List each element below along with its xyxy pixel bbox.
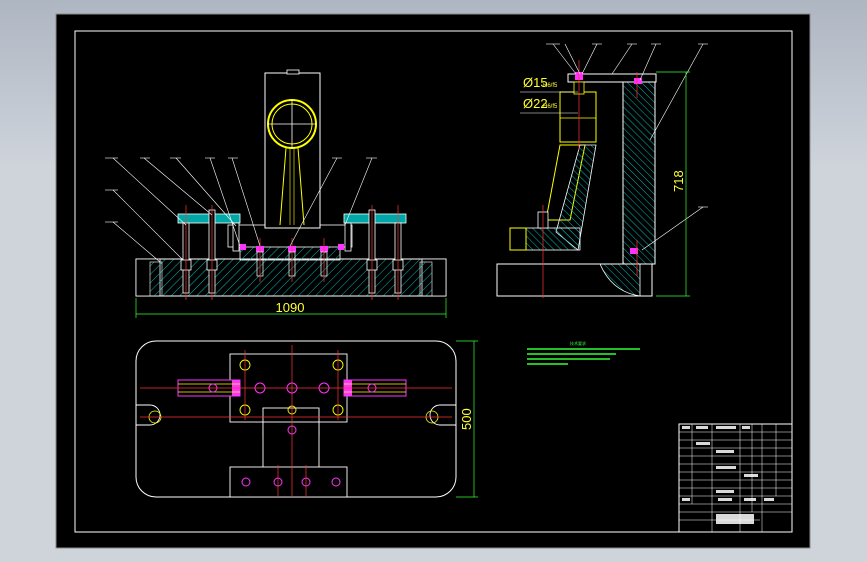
tolerance-label-1: Ø15: [523, 75, 548, 90]
side-view: Ø15 H6/f5 Ø22 H6/f5: [496, 43, 708, 298]
title-block: [678, 423, 793, 533]
dimension-width-label: 1090: [276, 300, 305, 315]
drawing-border: [74, 30, 793, 533]
plan-view: 500: [135, 340, 478, 498]
notes-title: 技术要求: [570, 340, 586, 346]
dimension-height-plan: [456, 340, 478, 498]
dimension-height-label: 718: [671, 170, 686, 192]
technical-notes: 技术要求: [527, 340, 640, 365]
front-view: 1090: [105, 69, 447, 318]
tolerance-fit-1: H6/f5: [543, 83, 558, 89]
dimension-width-front: [135, 298, 447, 318]
tolerance-fit-2: H6/f5: [543, 104, 558, 110]
dimension-plan-label: 500: [459, 408, 474, 430]
dimension-height-side: [656, 71, 690, 297]
tolerance-label-2: Ø22: [523, 96, 548, 111]
